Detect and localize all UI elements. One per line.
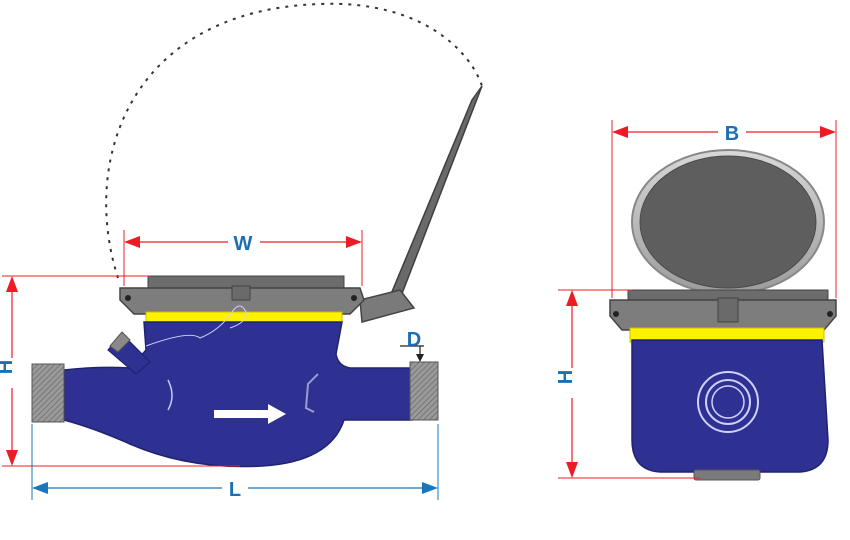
label-w: W [234,233,253,255]
dimension-w [123,230,363,286]
meter-body-front [631,339,829,481]
open-lid [359,85,483,323]
screw-icon [827,311,833,317]
dimension-d [400,345,424,362]
screw-icon [613,311,619,317]
register-housing-front [609,289,837,343]
meter-body-side [63,305,413,468]
label-b: B [725,123,739,145]
pipe-opening-icon [697,371,759,433]
inlet-thread [31,363,65,423]
screw-icon [351,295,357,301]
label-h-left: H [0,360,17,374]
screw-icon [125,295,131,301]
open-lid-front [631,149,825,295]
label-d: D [407,329,421,351]
dimension-b [611,120,837,298]
label-h-right: H [555,370,577,384]
register-housing-side [119,275,365,325]
dimension-h-left [0,275,240,467]
lid-rotation-arc [105,2,483,279]
dimension-l [31,424,439,500]
outlet-thread [409,361,439,421]
label-l: L [229,479,241,501]
dimension-h-right [558,289,700,479]
flow-direction-arrow-icon [214,404,286,424]
